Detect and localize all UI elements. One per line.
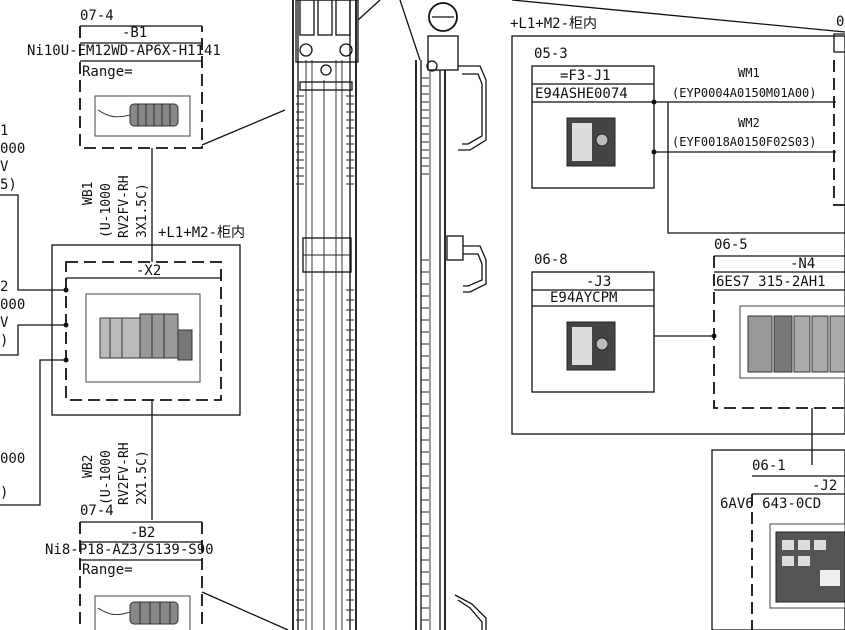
svg-text:RV2FV-RH: RV2FV-RH	[117, 175, 132, 238]
range-label: Range=	[82, 64, 133, 80]
range-label: Range=	[82, 562, 133, 578]
wire	[667, 102, 845, 234]
page-ref: 07-4	[80, 503, 114, 519]
fragment-text: 000	[0, 451, 25, 467]
location-label: +L1+M2-柜内	[510, 16, 597, 32]
page-ref: 06-8	[534, 252, 568, 268]
wire	[201, 109, 286, 146]
location-label: +L1+M2-柜内	[158, 225, 245, 241]
page-ref: 06-1	[752, 458, 786, 474]
cable-wb1: WB1 (U-1000 RV2FV-RH 3X1.5C)	[81, 148, 153, 262]
svg-text:WM1: WM1	[738, 66, 760, 80]
svg-text:(U-1000: (U-1000	[99, 183, 114, 238]
svg-text:WB2: WB2	[81, 455, 96, 478]
fragment-text: )	[0, 485, 8, 501]
svg-text:0: 0	[836, 14, 844, 30]
wire	[0, 324, 66, 356]
device-tag: -B1	[122, 25, 147, 41]
sensor-block-b1[interactable]: 07-4 -B1 Ni10U-EM12WD-AP6X-H1141 Range=	[27, 8, 286, 149]
fragment-text: 000	[0, 141, 25, 157]
left-edge-fragments: 1 000 V 5) 2 000 V ) 000 )	[0, 123, 66, 506]
hmi-block-j2[interactable]: 06-1 -J2 6AV6 643-0CD	[711, 449, 845, 630]
cable-wb2: WB2 (U-1000 RV2FV-RH 2X1.5C)	[81, 400, 153, 520]
page-ref: 06-5	[714, 237, 748, 253]
drive-block-j3[interactable]: 06-8 -J3 E94AYCPM	[531, 252, 717, 393]
terminal-block-x2[interactable]: -X2	[51, 244, 241, 416]
part-number: E94AYCPM	[550, 290, 617, 306]
fragment-text: 000	[0, 297, 25, 313]
device-tag: -B2	[130, 525, 155, 541]
mechanical-drawing	[292, 0, 487, 630]
wire	[201, 591, 289, 630]
part-number: 6ES7 315-2AH1	[716, 274, 826, 290]
fragment-text: V	[0, 315, 9, 331]
device-tag: -J2	[812, 478, 837, 494]
fragment-text: 1	[0, 123, 8, 139]
sensor-block-b2[interactable]: 07-4 -B2 Ni8-P18-AZ3/S139-S90 Range=	[45, 503, 289, 630]
drive-block-j1[interactable]: 05-3 =F3-J1 E94ASHE0074	[531, 46, 657, 189]
svg-text:RV2FV-RH: RV2FV-RH	[117, 442, 132, 505]
cable-wm2: WM2 (EYF0018A0150F02S03)	[654, 116, 836, 153]
svg-text:2X1.5C): 2X1.5C)	[135, 450, 150, 505]
device-tag: =F3-J1	[560, 68, 611, 84]
svg-text:(EYF0018A0150F02S03): (EYF0018A0150F02S03)	[672, 135, 817, 149]
wire	[0, 359, 66, 506]
svg-text:(EYP0004A0150M01A00): (EYP0004A0150M01A00)	[672, 86, 817, 100]
top-right-device: 0	[833, 14, 845, 206]
part-number: E94ASHE0074	[535, 86, 628, 102]
part-number: 6AV6 643-0CD	[720, 496, 821, 512]
device-tag: -N4	[790, 256, 815, 272]
fragment-text: 2	[0, 279, 8, 295]
svg-text:WB1: WB1	[81, 182, 96, 205]
fragment-text: )	[0, 333, 8, 349]
device-tag: -X2	[136, 263, 161, 279]
cabinet-frame	[511, 35, 845, 435]
part-number: Ni8-P18-AZ3/S139-S90	[45, 542, 214, 558]
fragment-text: 5)	[0, 177, 17, 193]
cable-wm1: WM1 (EYP0004A0150M01A00)	[654, 66, 836, 103]
fragment-text: V	[0, 159, 9, 175]
page-ref: 05-3	[534, 46, 568, 62]
device-tag: -J3	[586, 274, 611, 290]
wire	[511, 0, 845, 33]
svg-text:(U-1000: (U-1000	[99, 450, 114, 505]
plc-block-n4[interactable]: 06-5 -N4 6ES7 315-2AH1	[713, 237, 845, 465]
wire	[0, 194, 66, 291]
part-number: Ni10U-EM12WD-AP6X-H1141	[27, 43, 221, 59]
svg-text:WM2: WM2	[738, 116, 760, 130]
svg-text:3X1.5C): 3X1.5C)	[135, 183, 150, 238]
page-ref: 07-4	[80, 8, 114, 24]
